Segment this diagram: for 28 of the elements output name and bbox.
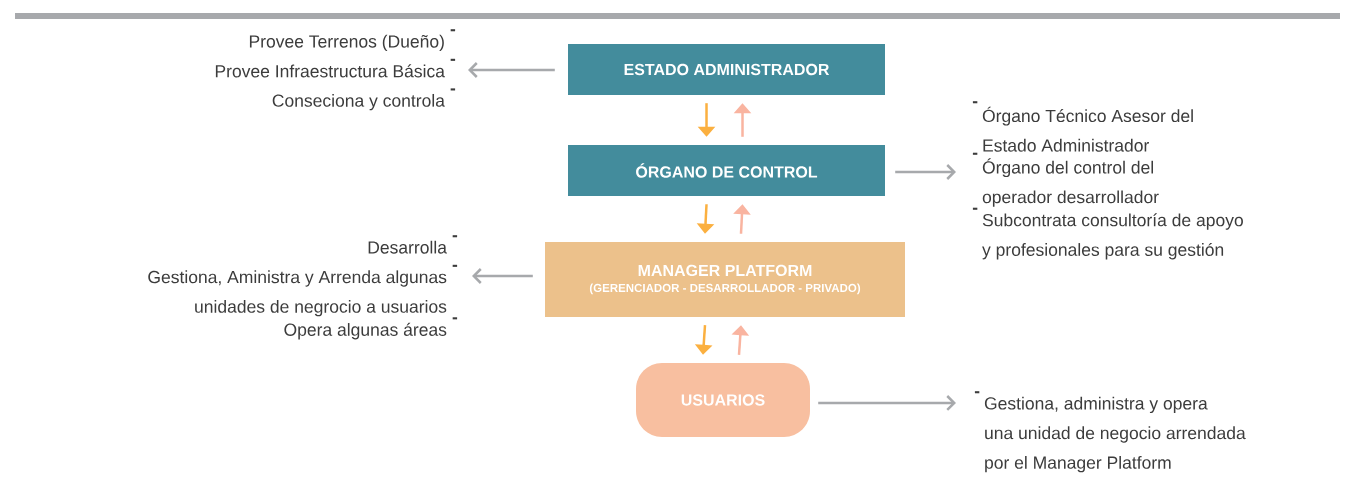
process-box: ÓRGANO DE CONTROL: [568, 145, 885, 196]
bullet-dash: -: [450, 88, 456, 91]
arrow: [468, 62, 555, 78]
list-item: Órgano Técnico Asesor del Estado Administrador: [982, 106, 1193, 152]
list-item: Gestiona, administra y opera una unidad de negocio arrendada por el Manager Platform: [984, 396, 1246, 473]
list-item: Opera algunas áreas: [284, 322, 447, 340]
list-item: Subcontrata consultoría de apoyo y profesionales para su gestión: [982, 213, 1243, 260]
arrow: [818, 395, 956, 411]
list-item: Provee Infraestructura Básica: [215, 64, 445, 78]
list-item: Órgano del control del operador desarrollador: [982, 158, 1159, 207]
bullet-dash: -: [450, 58, 456, 61]
list-item: Gestiona, Aministra y Arrenda algunas unidades de negrocio a usuarios: [148, 270, 447, 317]
bullet-dash: -: [972, 152, 978, 155]
arrow: [472, 268, 533, 284]
bullet-dash: -: [974, 391, 980, 394]
bullet-dash: -: [452, 235, 458, 238]
bullet-dash: -: [972, 207, 978, 210]
bullet-dash: -: [450, 29, 456, 32]
list-item: Conseciona y controla: [272, 93, 445, 111]
bullet-dash: -: [452, 317, 458, 320]
process-box: ESTADO ADMINISTRADOR: [568, 44, 885, 95]
list-item: Desarrolla: [368, 240, 447, 254]
arrow: [895, 164, 956, 180]
process-box: MANAGER PLATFORM (GERENCIADOR - DESARROLLADOR - PRIVADO): [545, 242, 905, 317]
list-item: Provee Terrenos (Dueño): [249, 34, 444, 52]
rounded-box: USUARIOS: [636, 363, 810, 437]
bullet-dash: -: [452, 264, 458, 267]
bullet-dash: -: [972, 101, 978, 104]
